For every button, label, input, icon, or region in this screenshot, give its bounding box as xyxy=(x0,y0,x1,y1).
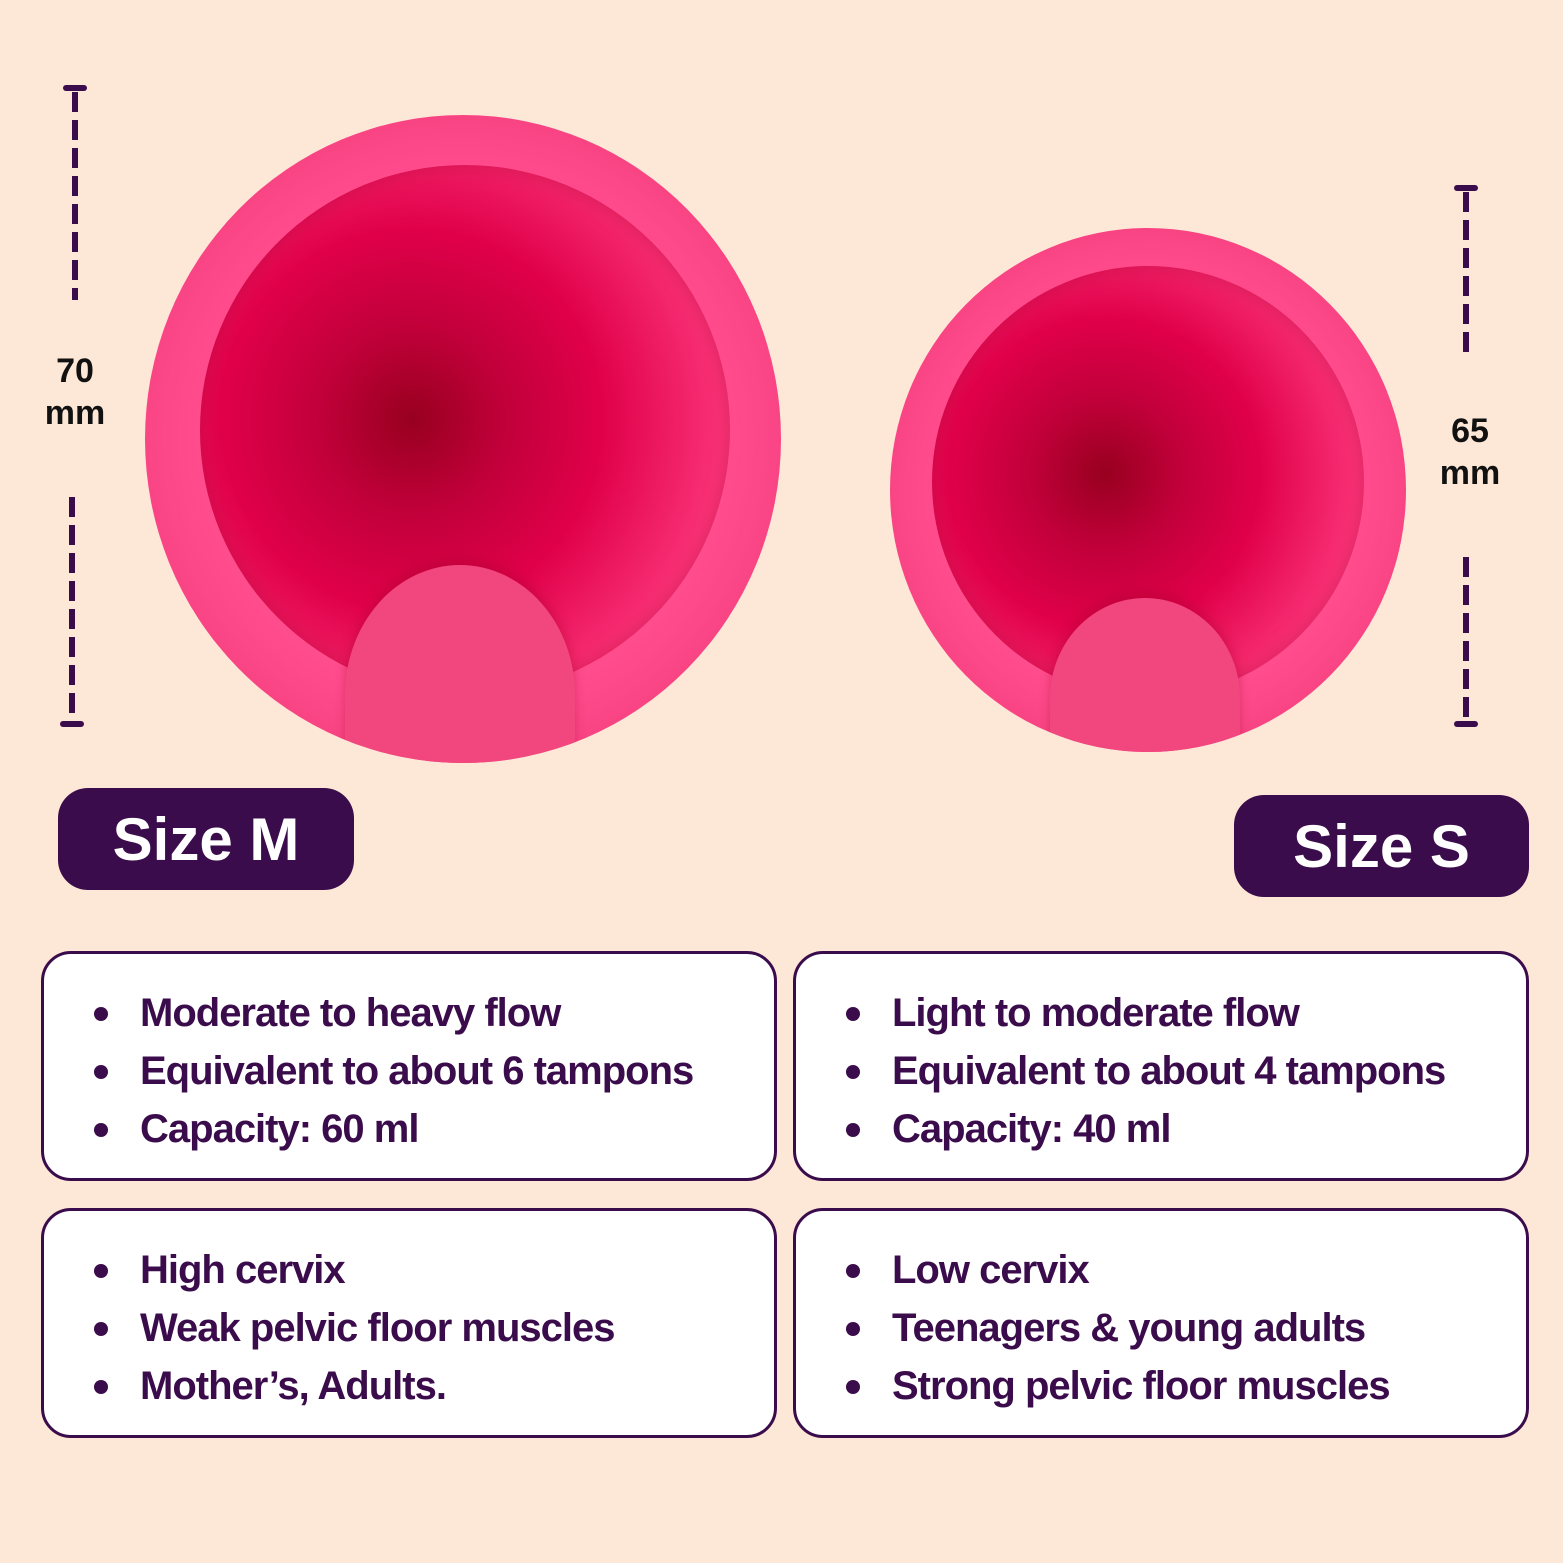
list-item: Teenagers & young adults xyxy=(846,1299,1526,1357)
list-item: Strong pelvic floor muscles xyxy=(846,1357,1526,1415)
list-item: Mother’s, Adults. xyxy=(94,1357,774,1415)
list-item: Moderate to heavy flow xyxy=(94,984,774,1042)
dimension-unit: mm xyxy=(1439,454,1501,492)
list-item: Low cervix xyxy=(846,1241,1526,1299)
size-s-capacity-box: Light to moderate flow Equivalent to abo… xyxy=(793,951,1529,1181)
list-item: Weak pelvic floor muscles xyxy=(94,1299,774,1357)
list-item: Equivalent to about 6 tampons xyxy=(94,1042,774,1100)
dimension-line-m-top xyxy=(72,92,78,300)
size-s-suitability-box: Low cervix Teenagers & young adults Stro… xyxy=(793,1208,1529,1438)
size-s-badge: Size S xyxy=(1234,795,1529,897)
dimension-value: 70 xyxy=(56,352,94,390)
list-item: Capacity: 60 ml xyxy=(94,1100,774,1158)
list-item: High cervix xyxy=(94,1241,774,1299)
list-item: Light to moderate flow xyxy=(846,984,1526,1042)
dimension-line-s-top xyxy=(1463,192,1469,356)
dimension-line-s-bottom xyxy=(1463,557,1469,719)
list-item: Equivalent to about 4 tampons xyxy=(846,1042,1526,1100)
cup-image-m xyxy=(145,115,781,763)
cup-notch xyxy=(1050,598,1240,752)
dimension-cap-top-m xyxy=(63,85,87,91)
cup-notch xyxy=(345,565,575,763)
cup-image-s xyxy=(890,228,1406,752)
size-m-suitability-box: High cervix Weak pelvic floor muscles Mo… xyxy=(41,1208,777,1438)
dimension-label-s: 65 mm xyxy=(1425,410,1515,494)
dimension-label-m: 70 mm xyxy=(30,350,120,434)
dimension-cap-top-s xyxy=(1454,185,1478,191)
dimension-cap-bottom-s xyxy=(1454,721,1478,727)
size-m-capacity-box: Moderate to heavy flow Equivalent to abo… xyxy=(41,951,777,1181)
size-m-badge: Size M xyxy=(58,788,354,890)
dimension-cap-bottom-m xyxy=(60,721,84,727)
dimension-unit: mm xyxy=(44,394,106,432)
list-item: Capacity: 40 ml xyxy=(846,1100,1526,1158)
dimension-value: 65 xyxy=(1451,412,1489,450)
dimension-line-m-bottom xyxy=(69,497,75,719)
